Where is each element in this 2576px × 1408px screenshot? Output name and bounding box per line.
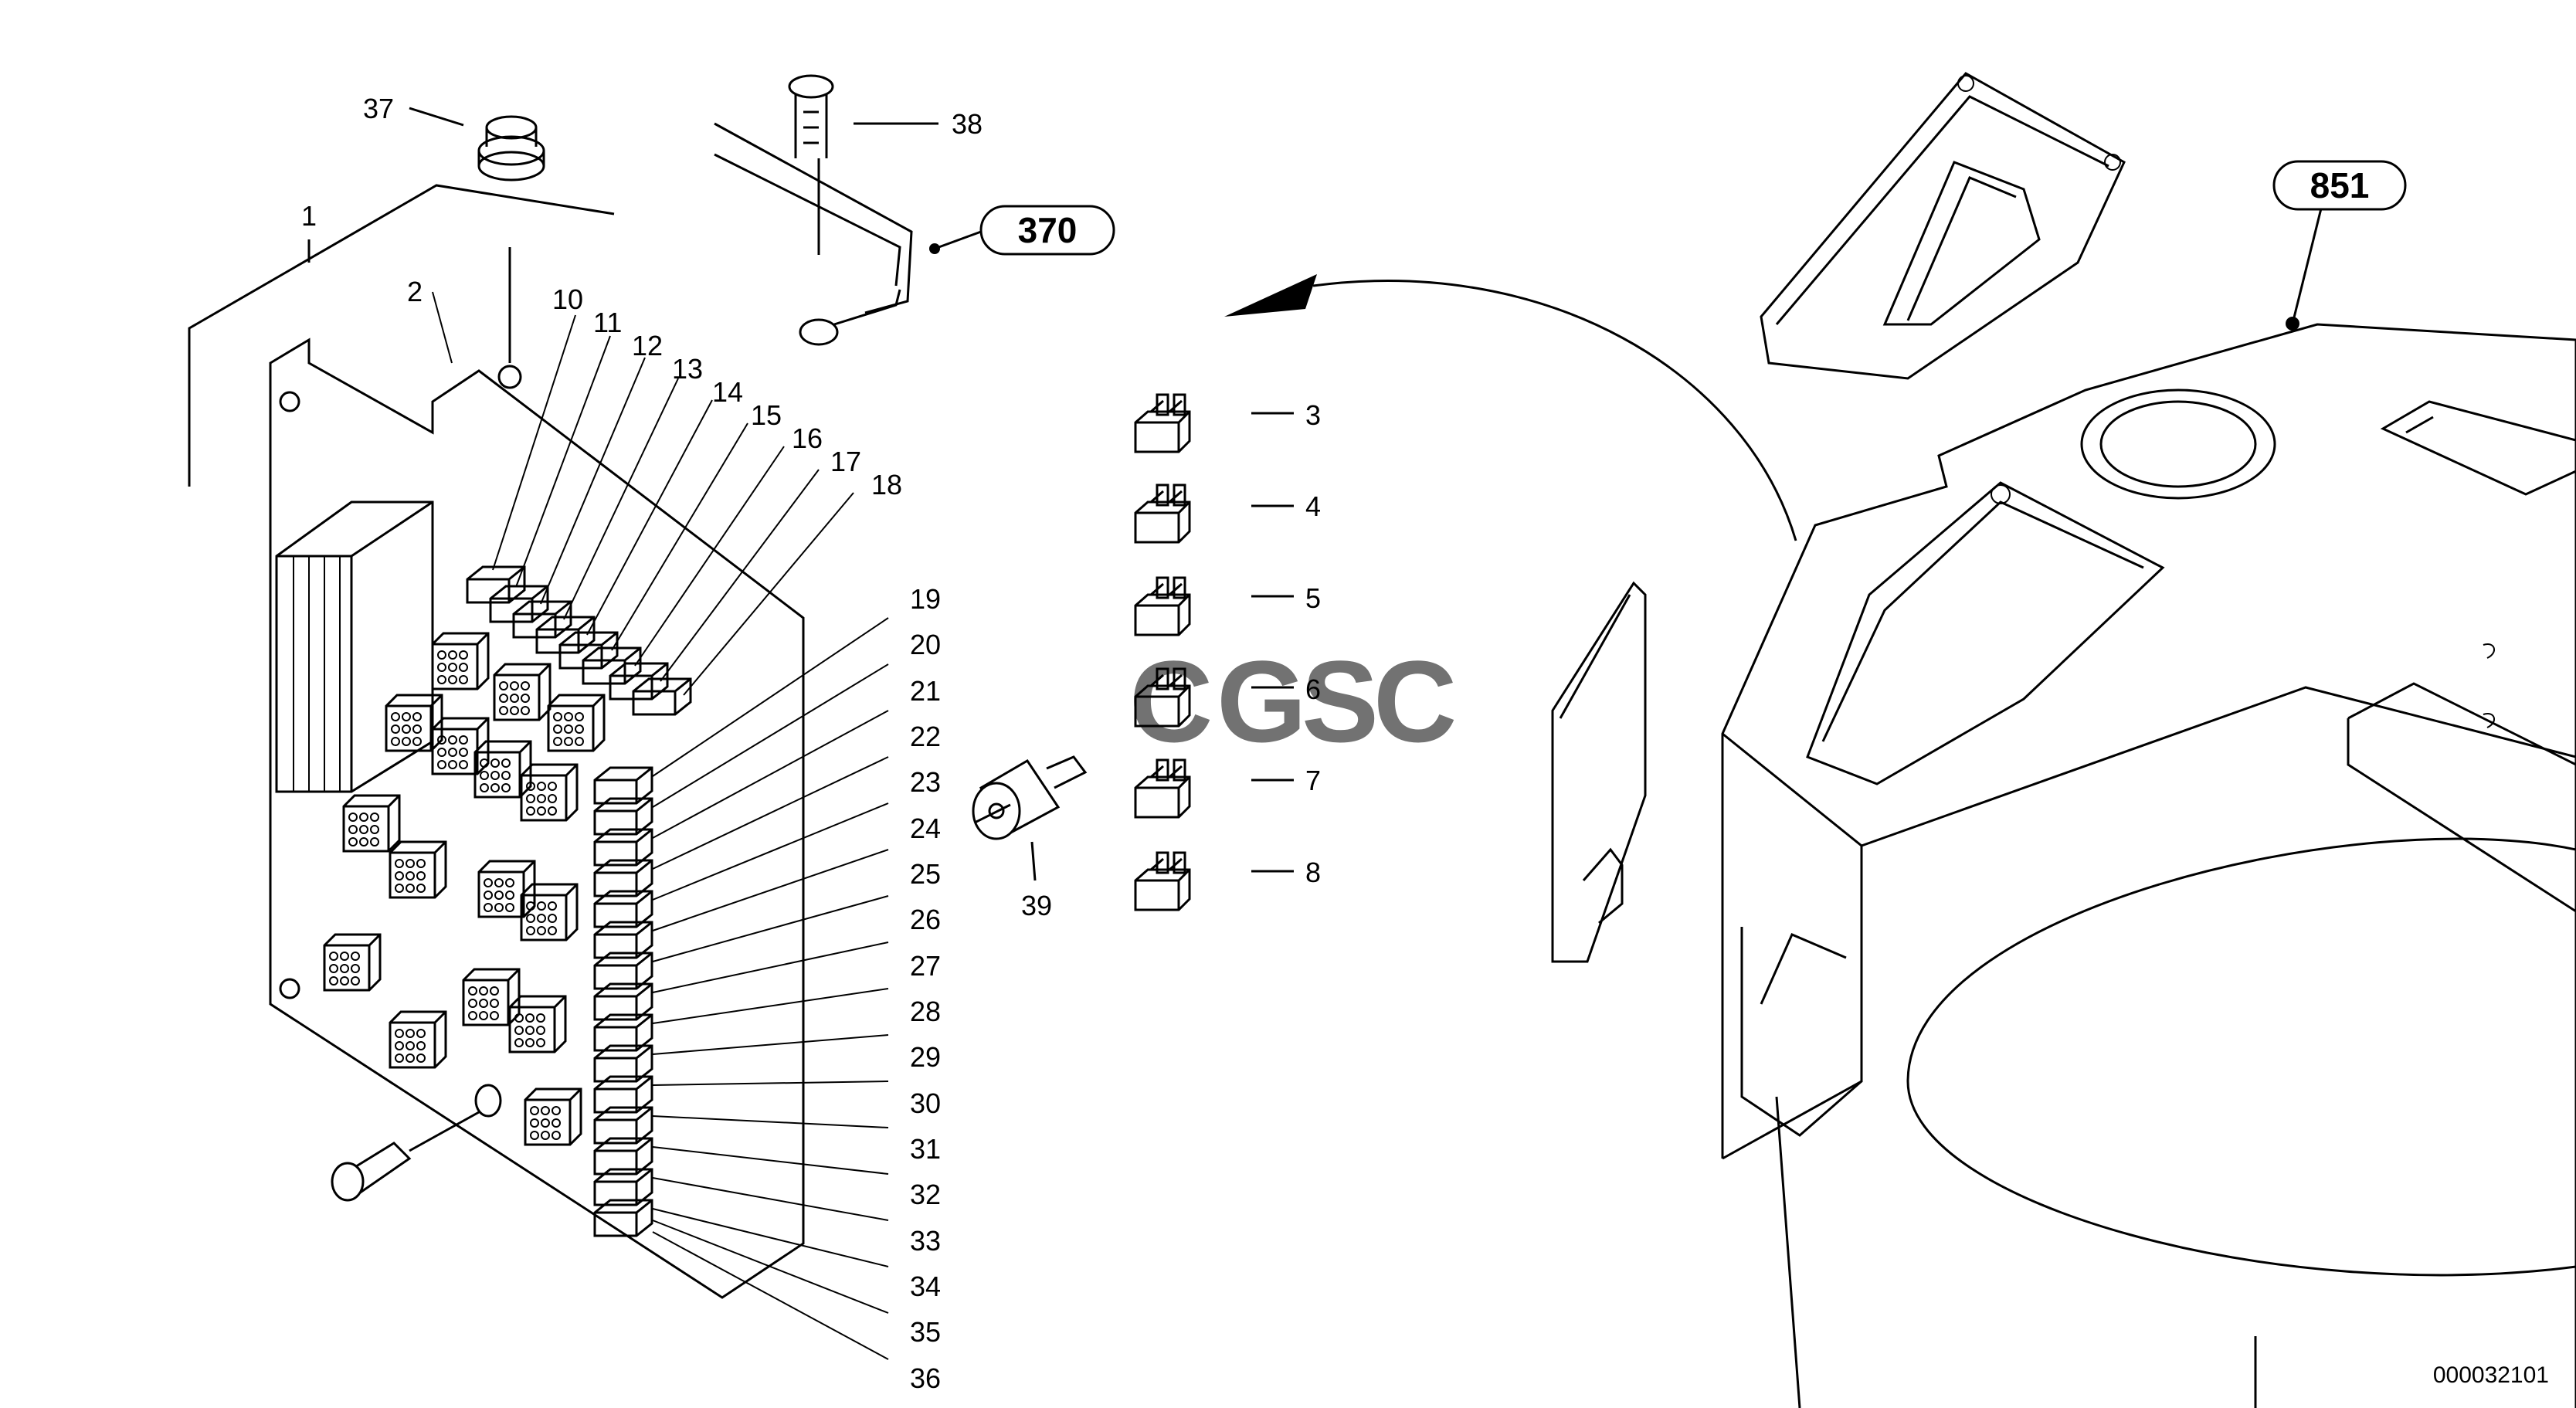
label-8: 8 <box>1305 857 1321 888</box>
label-1: 1 <box>301 200 317 232</box>
label-22: 22 <box>910 721 941 752</box>
housing <box>1721 208 2576 1408</box>
watermark-letter-2: G <box>1217 636 1307 766</box>
label-6: 6 <box>1305 673 1321 705</box>
label-28: 28 <box>910 996 941 1027</box>
leader-lines <box>432 291 889 1360</box>
label-37: 37 <box>363 93 394 124</box>
fuse-stack <box>593 766 653 1237</box>
callout-851-label: 851 <box>2310 165 2370 205</box>
callout-370-label: 370 <box>1018 210 1078 250</box>
board-screw <box>331 1084 502 1202</box>
label-39: 39 <box>1021 890 1052 921</box>
label-17: 17 <box>830 446 861 477</box>
part-labels: 1 2 3 4 5 6 7 8 10 11 12 13 14 15 16 17 … <box>301 93 1321 1394</box>
watermark: C G S C <box>1129 636 1457 766</box>
label-20: 20 <box>910 629 941 660</box>
label-25: 25 <box>910 858 941 890</box>
label-10: 10 <box>552 283 583 315</box>
standoff-part <box>972 755 1088 881</box>
grommet-part <box>409 107 545 182</box>
label-30: 30 <box>910 1087 941 1119</box>
label-4: 4 <box>1305 490 1321 522</box>
label-19: 19 <box>910 583 941 615</box>
label-12: 12 <box>632 330 663 361</box>
label-26: 26 <box>910 904 941 935</box>
label-34: 34 <box>910 1271 941 1302</box>
label-2: 2 <box>407 276 423 307</box>
watermark-letter-4: C <box>1373 636 1457 766</box>
spare-fuses <box>1134 393 1294 911</box>
watermark-letter-1: C <box>1129 636 1213 766</box>
label-29: 29 <box>910 1041 941 1073</box>
label-13: 13 <box>672 353 703 385</box>
label-27: 27 <box>910 950 941 982</box>
label-33: 33 <box>910 1225 941 1257</box>
label-3: 3 <box>1305 399 1321 431</box>
label-11: 11 <box>593 307 622 338</box>
label-24: 24 <box>910 813 941 844</box>
ground-cable-part <box>714 74 982 346</box>
label-31: 31 <box>910 1133 941 1165</box>
housing-lid <box>1760 72 2126 380</box>
direction-arrow <box>1224 274 1797 541</box>
label-35: 35 <box>910 1316 941 1348</box>
drawing-number: 000032101 <box>2433 1362 2549 1388</box>
label-21: 21 <box>910 675 941 707</box>
label-15: 15 <box>751 399 782 431</box>
callout-370: 370 <box>979 205 1115 256</box>
label-7: 7 <box>1305 765 1321 796</box>
label-18: 18 <box>871 469 902 500</box>
watermark-letter-3: S <box>1302 636 1379 766</box>
connector-grid <box>323 632 606 1146</box>
fuse-board <box>188 184 805 1299</box>
label-36: 36 <box>910 1362 941 1394</box>
label-23: 23 <box>910 766 941 798</box>
label-38: 38 <box>952 108 983 140</box>
callout-851: 851 <box>2272 160 2407 211</box>
label-14: 14 <box>712 376 743 408</box>
label-16: 16 <box>792 422 823 454</box>
cover-panel <box>1551 581 1647 963</box>
label-5: 5 <box>1305 582 1321 614</box>
label-32: 32 <box>910 1179 941 1210</box>
